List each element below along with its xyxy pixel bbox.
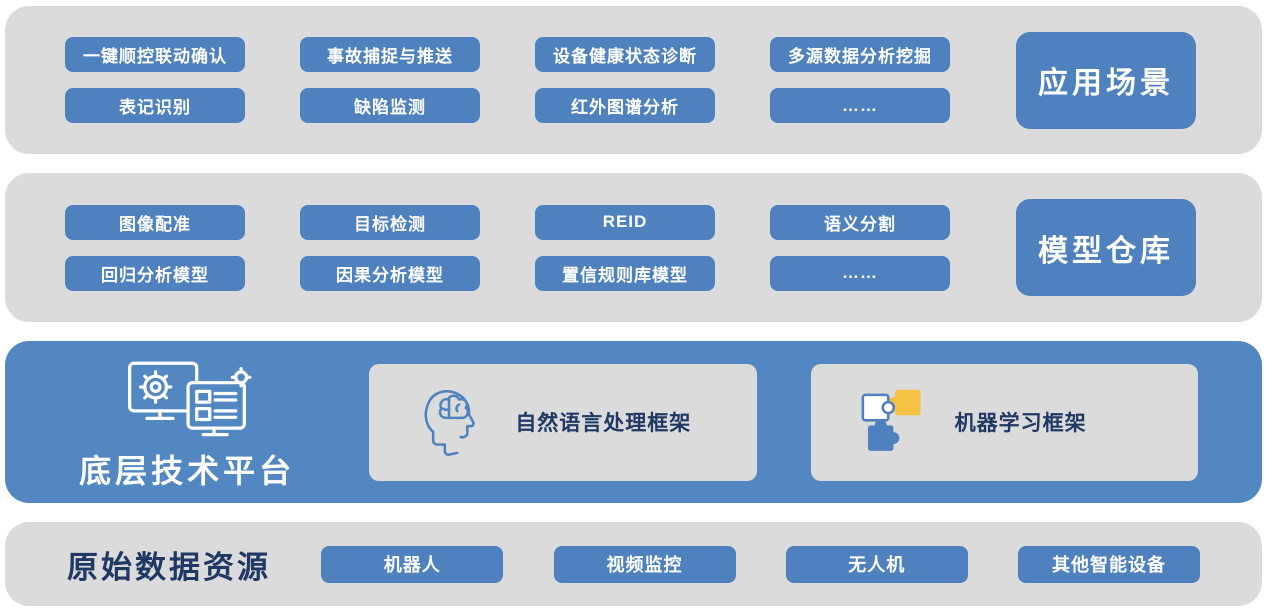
framework-card-ml: 机器学习框架 <box>810 363 1198 481</box>
brain-icon <box>424 390 476 457</box>
application-scenarios-layer: 一键顺控联动确认 事故捕捉与推送 设备健康状态诊断 多源数据分析挖掘 表记识别 … <box>5 6 1262 155</box>
dual-monitor-gear-icon <box>128 361 252 437</box>
data-source-pill: 无人机 <box>785 545 968 583</box>
scenario-pill: 红外图谱分析 <box>535 88 715 124</box>
model-pill: 语义分割 <box>770 204 950 240</box>
scenario-pill: 一键顺控联动确认 <box>65 37 245 73</box>
scenario-pill-ellipsis: …… <box>770 88 950 124</box>
layer-badge-model-warehouse: 模型仓库 <box>1016 199 1196 297</box>
framework-card-nlp: 自然语言处理框架 <box>369 363 757 481</box>
scenario-pill: 缺陷监测 <box>300 88 480 124</box>
framework-label-nlp: 自然语言处理框架 <box>515 412 692 436</box>
scenario-pill: 设备健康状态诊断 <box>535 37 715 73</box>
model-warehouse-layer: 图像配准 目标检测 REID 语义分割 回归分析模型 因果分析模型 置信规则库模… <box>5 173 1262 322</box>
raw-data-layer: 原始数据资源 机器人 视频监控 无人机 其他智能设备 <box>5 522 1262 606</box>
layer-badge-application-scenarios: 应用场景 <box>1016 31 1196 129</box>
puzzle-icon <box>861 389 921 451</box>
model-pill: 因果分析模型 <box>300 255 480 291</box>
model-pill: 回归分析模型 <box>65 255 245 291</box>
framework-label-ml: 机器学习框架 <box>954 412 1087 436</box>
model-pill: 置信规则库模型 <box>535 255 715 291</box>
platform-title: 底层技术平台 <box>79 453 296 490</box>
raw-data-title: 原始数据资源 <box>67 549 271 585</box>
scenario-pill: 多源数据分析挖掘 <box>770 37 950 73</box>
model-pill-ellipsis: …… <box>770 255 950 291</box>
platform-title-block: 底层技术平台 <box>5 352 369 492</box>
scenario-pill: 事故捕捉与推送 <box>300 37 480 73</box>
data-source-pill: 其他智能设备 <box>1018 545 1200 583</box>
model-pill: REID <box>535 204 715 240</box>
technology-platform-layer: 底层技术平台 自然语言处理框架 <box>5 340 1262 504</box>
model-pill: 图像配准 <box>65 204 245 240</box>
application-pill-grid: 一键顺控联动确认 事故捕捉与推送 设备健康状态诊断 多源数据分析挖掘 表记识别 … <box>65 37 950 124</box>
scenario-pill: 表记识别 <box>65 88 245 124</box>
data-source-pill: 机器人 <box>321 545 504 583</box>
model-pill-grid: 图像配准 目标检测 REID 语义分割 回归分析模型 因果分析模型 置信规则库模… <box>65 204 950 291</box>
model-pill: 目标检测 <box>300 204 480 240</box>
data-source-pill: 视频监控 <box>553 545 736 583</box>
